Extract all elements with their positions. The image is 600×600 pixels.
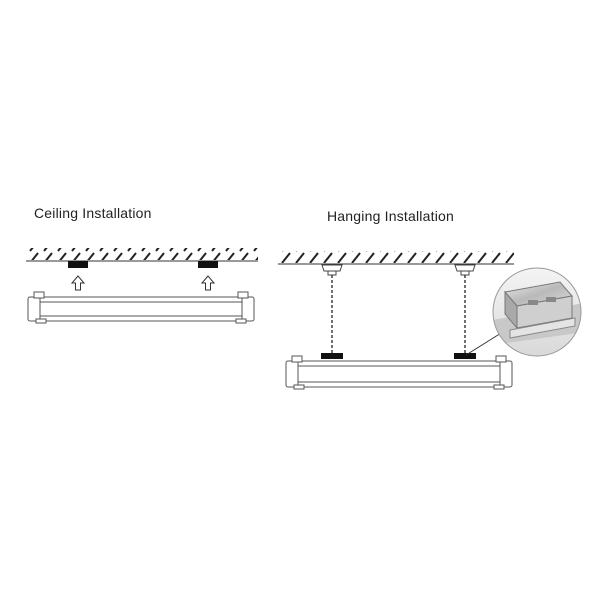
ceiling-mount-bracket-right <box>198 261 218 268</box>
ceiling-installation-title: Ceiling Installation <box>34 205 152 221</box>
ceiling-mount-bracket-left <box>68 261 88 268</box>
hanging-installation-group <box>278 251 582 390</box>
ceiling-surface <box>26 248 258 262</box>
ceiling-canopy-right <box>454 264 476 276</box>
hanging-installation-title: Hanging Installation <box>327 208 454 224</box>
light-fixture <box>27 291 255 324</box>
light-fixture <box>285 355 513 390</box>
ceiling-surface <box>278 251 514 265</box>
ceiling-installation-group <box>26 248 258 324</box>
arrow-up-icon <box>200 275 216 291</box>
bracket-detail-zoom <box>492 267 582 357</box>
arrow-up-icon <box>70 275 86 291</box>
hanging-mount-bracket-left <box>321 353 343 359</box>
ceiling-canopy-left <box>321 264 343 276</box>
hanging-mount-bracket-right <box>454 353 476 359</box>
